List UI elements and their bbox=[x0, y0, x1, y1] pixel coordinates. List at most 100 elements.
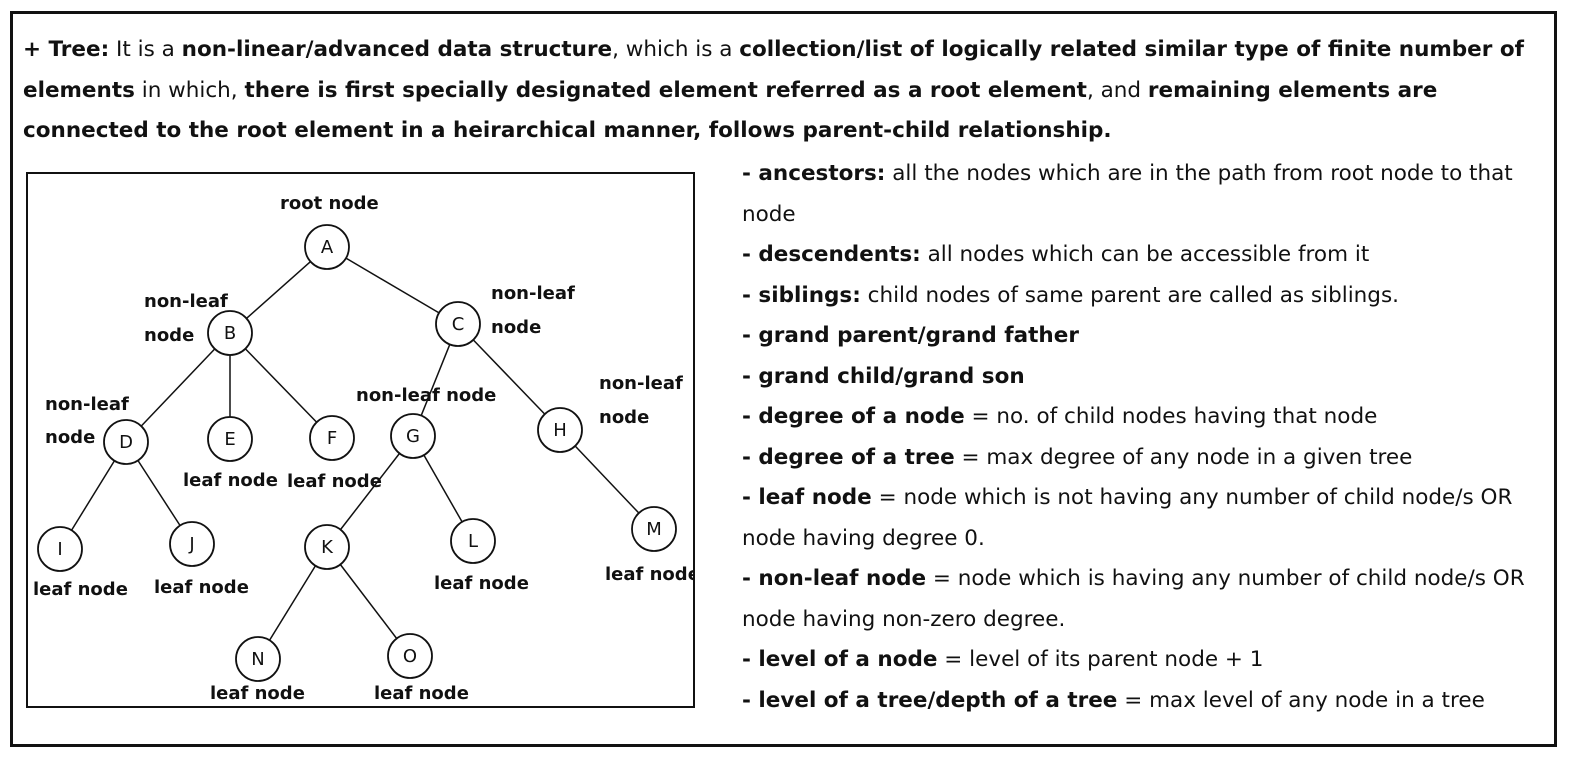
intro-text: It is a bbox=[109, 37, 182, 62]
definition-term: - descendents: bbox=[742, 242, 921, 267]
intro-heading: + Tree: bbox=[23, 37, 110, 62]
edge-a-b bbox=[245, 261, 312, 319]
node-letter: J bbox=[188, 534, 194, 555]
label-h-non-leaf-2: node bbox=[599, 407, 649, 428]
tree-node-k: K bbox=[304, 524, 350, 570]
tree-node-c: C bbox=[435, 301, 481, 347]
label-n-leaf: leaf node bbox=[210, 683, 305, 704]
label-f-leaf: leaf node bbox=[287, 471, 382, 492]
definition-item: - grand child/grand son bbox=[742, 357, 1542, 398]
label-i-leaf: leaf node bbox=[33, 579, 128, 600]
node-circle bbox=[631, 506, 677, 552]
definition-text: all nodes which can be accessible from i… bbox=[920, 242, 1370, 267]
definition-term: - level of a tree/depth of a tree bbox=[742, 687, 1118, 713]
node-circle bbox=[450, 518, 496, 564]
edge-d-i bbox=[70, 460, 116, 531]
tree-node-e: E bbox=[207, 416, 253, 462]
tree-node-m: M bbox=[631, 506, 677, 552]
definition-item: - descendents: all nodes which can be ac… bbox=[742, 235, 1542, 276]
intro-text: in which, bbox=[134, 77, 245, 103]
edge-k-o bbox=[339, 564, 398, 639]
definition-text: = max degree of any node in a given tree bbox=[954, 444, 1413, 470]
definition-item: - degree of a tree = max degree of any n… bbox=[742, 438, 1542, 479]
label-g-non-leaf: non-leaf node bbox=[356, 385, 496, 406]
tree-node-b: B bbox=[207, 310, 253, 356]
edge-c-h bbox=[472, 339, 546, 415]
node-circle bbox=[207, 310, 253, 356]
label-h-non-leaf-1: non-leaf bbox=[599, 373, 683, 394]
tree-node-o: O bbox=[387, 633, 433, 679]
node-circle bbox=[304, 524, 350, 570]
edge-b-f bbox=[244, 348, 318, 423]
node-circle bbox=[309, 415, 355, 461]
label-d-non-leaf-1: non-leaf bbox=[45, 394, 129, 415]
label-c-non-leaf-1: non-leaf bbox=[491, 283, 575, 304]
label-c-non-leaf-2: node bbox=[491, 317, 541, 338]
label-j-leaf: leaf node bbox=[154, 577, 249, 598]
intro-emphasis: non-linear/advanced data structure bbox=[181, 37, 613, 62]
edge-g-l bbox=[423, 454, 463, 523]
tree-node-i: I bbox=[37, 526, 83, 572]
node-letter: K bbox=[321, 537, 334, 558]
definition-item: - level of a tree/depth of a tree = max … bbox=[742, 681, 1542, 722]
definition-item: - leaf node = node which is not having a… bbox=[742, 478, 1542, 559]
label-o-leaf: leaf node bbox=[374, 683, 469, 704]
edge-c-g bbox=[420, 344, 451, 416]
edge-a-c bbox=[345, 257, 440, 314]
label-root-node: root node bbox=[280, 193, 379, 214]
definition-term: - degree of a node bbox=[742, 404, 965, 429]
definition-text: child nodes of same parent are called as… bbox=[860, 282, 1399, 308]
definition-term: - degree of a tree bbox=[742, 444, 955, 470]
node-letter: N bbox=[251, 649, 264, 670]
label-b-non-leaf-2: node bbox=[144, 325, 194, 346]
tree-node-d: D bbox=[103, 419, 149, 465]
definition-item: - non-leaf node = node which is having a… bbox=[742, 559, 1542, 640]
definition-item: - siblings: child nodes of same parent a… bbox=[742, 276, 1542, 317]
tree-node-f: F bbox=[309, 415, 355, 461]
definition-term: - level of a node bbox=[742, 647, 938, 672]
intro-emphasis: collection/list of logically related sim… bbox=[23, 37, 1524, 103]
node-letter: B bbox=[224, 323, 236, 344]
tree-node-j: J bbox=[169, 521, 215, 567]
node-circle bbox=[235, 636, 281, 682]
definition-text: = level of its parent node + 1 bbox=[937, 647, 1264, 672]
node-letter: H bbox=[553, 420, 567, 441]
definition-term: - ancestors: bbox=[742, 161, 886, 186]
definitions-list: - ancestors: all the nodes which are in … bbox=[742, 154, 1542, 721]
tree-node-h: H bbox=[537, 407, 583, 453]
label-m-leaf: leaf node bbox=[605, 564, 693, 585]
edge-g-k bbox=[339, 452, 401, 531]
edge-h-m bbox=[574, 445, 640, 514]
intro-emphasis: remaining elements are connected to the … bbox=[23, 77, 1438, 144]
label-e-leaf: leaf node bbox=[183, 470, 278, 491]
node-circle bbox=[537, 407, 583, 453]
intro-text: , which is a bbox=[612, 37, 740, 62]
node-circle bbox=[37, 526, 83, 572]
node-circle bbox=[169, 521, 215, 567]
edge-b-d bbox=[140, 348, 216, 427]
node-letter: D bbox=[119, 432, 133, 453]
intro-text: , and bbox=[1086, 77, 1148, 103]
definition-term: - siblings: bbox=[742, 282, 861, 308]
definition-item: - degree of a node = no. of child nodes … bbox=[742, 397, 1542, 438]
node-circle bbox=[103, 419, 149, 465]
tree-node-l: L bbox=[450, 518, 496, 564]
node-circle bbox=[304, 224, 350, 270]
node-circle bbox=[207, 416, 253, 462]
tree-definition-paragraph: + Tree: It is a non-linear/advanced data… bbox=[23, 30, 1553, 152]
definition-term: - non-leaf node bbox=[742, 566, 927, 591]
node-letter: C bbox=[452, 314, 465, 335]
node-circle bbox=[387, 633, 433, 679]
node-letter: I bbox=[57, 539, 62, 560]
label-d-non-leaf-2: node bbox=[45, 427, 95, 448]
tree-node-a: A bbox=[304, 224, 350, 270]
node-letter: O bbox=[403, 646, 417, 667]
edge-k-n bbox=[268, 565, 317, 641]
node-letter: E bbox=[224, 429, 235, 450]
label-b-non-leaf-1: non-leaf bbox=[144, 291, 228, 312]
definition-item: - grand parent/grand father bbox=[742, 316, 1542, 357]
node-letter: A bbox=[321, 237, 334, 258]
tree-node-n: N bbox=[235, 636, 281, 682]
